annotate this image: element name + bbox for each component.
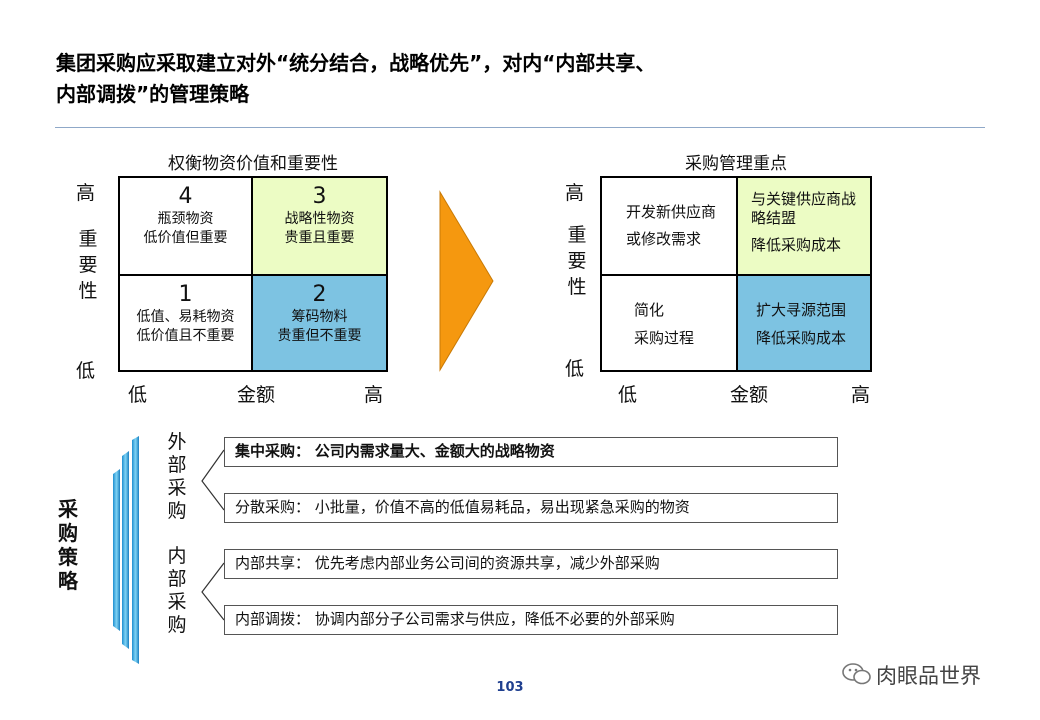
strategy-item-internal-transfer: 内部调拨： 协调内部分子公司需求与供应，降低不必要的外部采购 — [224, 605, 838, 635]
strategy-item-internal-sharing: 内部共享： 优先考虑内部业务公司间的资源共享，减少外部采购 — [224, 549, 838, 579]
title-line-1: 集团采购应采取建立对外“统分结合，战略优先”，对内“内部共享、 — [56, 51, 656, 75]
internal-procurement-label: 内 部 采 购 — [167, 545, 187, 636]
left-x-label: 金额 — [237, 384, 276, 406]
left-cell-strategic: 3 战略性物资 贵重且重要 — [251, 176, 388, 276]
right-arrow-icon — [439, 190, 494, 372]
right-cell-expand-sourcing: 扩大寻源范围 降低采购成本 — [736, 274, 872, 372]
title-line-2: 内部调拨”的管理策略 — [56, 82, 250, 106]
strategy-item-centralized: 集中采购： 公司内需求量大、金额大的战略物资 — [224, 437, 838, 467]
right-cell-simplify: 简化 采购过程 — [600, 274, 738, 372]
bracket-connectors — [201, 449, 225, 621]
right-x-label: 金额 — [730, 384, 769, 406]
left-y-low: 低 — [76, 360, 96, 382]
left-y-label: 重 要 性 — [78, 228, 98, 302]
left-cell-bottleneck: 4 瓶颈物资 低价值但重要 — [118, 176, 253, 276]
title-divider — [55, 127, 985, 128]
page-title: 集团采购应采取建立对外“统分结合，战略优先”，对内“内部共享、 内部调拨”的管理… — [56, 48, 956, 110]
right-x-high: 高 — [851, 384, 871, 406]
strategy-item-decentralized: 分散采购： 小批量，价值不高的低值易耗品，易出现紧急采购的物资 — [224, 493, 838, 523]
right-y-label: 重 要 性 — [567, 224, 587, 298]
page-number: 103 — [496, 680, 524, 695]
left-cell-leverage: 2 筹码物料 贵重但不重要 — [251, 274, 388, 372]
right-cell-strategic-alliance: 与关键供应商战 略结盟 降低采购成本 — [736, 176, 872, 276]
external-procurement-label: 外 部 采 购 — [167, 431, 187, 522]
left-cell-low-value: 1 低值、易耗物资 低价值且不重要 — [118, 274, 253, 372]
right-x-low: 低 — [618, 384, 638, 406]
wechat-logo-icon — [842, 663, 871, 685]
left-x-low: 低 — [128, 384, 148, 406]
left-x-high: 高 — [364, 384, 384, 406]
right-y-low: 低 — [565, 358, 585, 380]
left-y-high: 高 — [76, 182, 96, 204]
watermark-text: 肉眼品世界 — [876, 664, 981, 688]
watermark: 肉眼品世界 — [842, 657, 1012, 693]
left-matrix-title: 权衡物资价值和重要性 — [168, 154, 338, 174]
strategy-label: 采 购 策 略 — [58, 497, 78, 593]
right-cell-develop-supplier: 开发新供应商 或修改需求 — [600, 176, 738, 276]
funnel-bars-icon — [113, 436, 139, 664]
right-y-high: 高 — [565, 182, 585, 204]
right-matrix-title: 采购管理重点 — [685, 154, 787, 174]
